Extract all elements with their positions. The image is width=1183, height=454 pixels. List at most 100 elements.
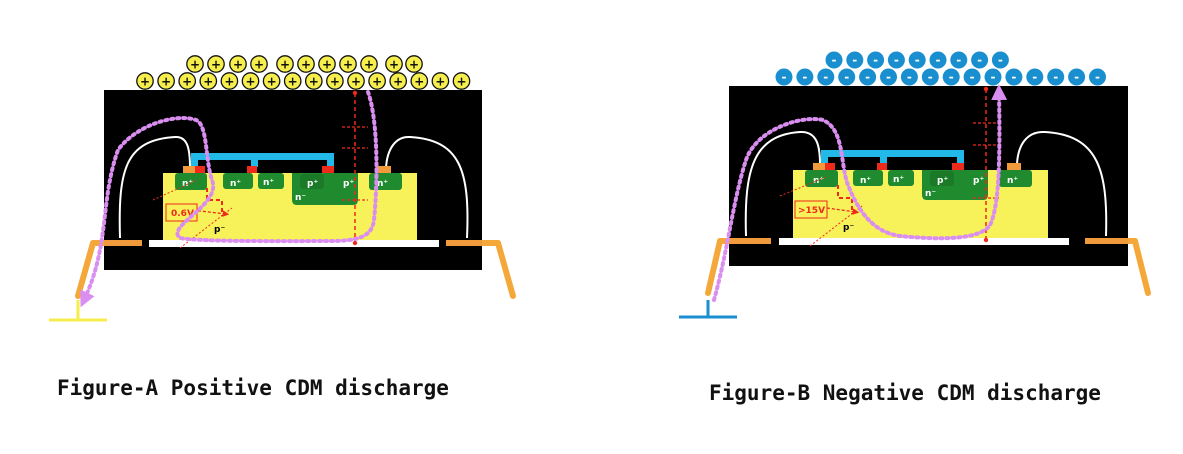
charge-token-22: [368, 72, 386, 90]
charge-token-0: [186, 55, 204, 73]
right-bond-wire: [385, 135, 469, 239]
charge-token-6: [950, 51, 968, 69]
label-p-plus-1: p⁺: [307, 179, 318, 189]
charge-sign-16: +: [245, 74, 255, 88]
charge-token-16: [241, 72, 260, 90]
charge-token-6: [318, 55, 336, 73]
charge-token-4: [908, 51, 926, 69]
contact-1: [825, 163, 835, 170]
positive-charges: +++++++++++++++++++++++++++: [136, 55, 471, 90]
charge-sign-26: +: [456, 74, 466, 88]
left-lead-frame: [729, 238, 771, 244]
charge-sign-1: +: [211, 57, 221, 71]
figure-a-positive: n⁺ n⁺ n⁺ p⁺ p⁺ n⁻ n⁺ p⁻: [49, 55, 516, 322]
right-lead-frame: [1085, 238, 1128, 244]
junction-dim-2: [179, 207, 233, 249]
charge-sign-8: -: [998, 53, 1003, 67]
charge-token-1: [207, 55, 225, 73]
charge-sign-0: +: [190, 57, 200, 71]
charge-sign-6: -: [956, 53, 961, 67]
charge-sign-15: +: [224, 74, 234, 88]
charge-sign-12: -: [844, 70, 849, 84]
charge-sign-23: +: [393, 74, 403, 88]
charge-token-19: [304, 72, 323, 90]
charge-token-10: [405, 55, 423, 73]
charge-sign-9: +: [389, 57, 399, 71]
charge-token-8: [991, 51, 1009, 69]
charge-token-24: [410, 72, 429, 90]
charge-token-15: [900, 68, 918, 86]
charge-token-25: [431, 72, 450, 90]
charge-sign-3: -: [894, 53, 899, 67]
charge-sign-3: +: [254, 57, 264, 71]
charge-sign-18: -: [970, 70, 975, 84]
metal-via-1: [821, 150, 828, 164]
charge-token-19: [984, 68, 1002, 86]
bond-pad-right: [1007, 163, 1021, 170]
charge-token-17: [262, 72, 281, 90]
charge-token-11: [136, 72, 154, 90]
metal-line: [821, 150, 964, 157]
voltage-label-box: [794, 200, 828, 219]
charge-sign-9: -: [782, 70, 787, 84]
charge-sign-8: +: [364, 57, 374, 71]
contact-2: [247, 166, 257, 173]
charge-token-7: [339, 55, 357, 73]
charge-sign-22: +: [372, 74, 382, 88]
contact-3: [952, 163, 964, 170]
label-n-plus-4: n⁺: [1007, 176, 1018, 186]
metal-via-2: [880, 150, 887, 164]
metal-via-2: [251, 153, 258, 167]
charge-sign-19: +: [309, 74, 319, 88]
voltage-label: 0.6V: [171, 209, 194, 219]
charge-sign-23: -: [1074, 70, 1079, 84]
contact-1: [195, 166, 205, 173]
charge-sign-0: -: [832, 53, 837, 67]
charge-sign-22: -: [1053, 70, 1058, 84]
charge-token-24: [1089, 68, 1106, 86]
charge-sign-13: +: [182, 74, 192, 88]
metal-via-3: [957, 150, 964, 164]
caption-figure-a: Figure-A Positive CDM discharge: [57, 376, 449, 400]
label-n-plus-4: n⁺: [377, 179, 388, 189]
junction-dim-1: [152, 179, 198, 201]
charge-sign-17: -: [949, 70, 954, 84]
charge-token-15: [220, 72, 239, 90]
field-node-bottom: [352, 240, 358, 246]
label-n-minus: n⁻: [295, 193, 306, 203]
label-p-minus: p⁻: [214, 225, 225, 235]
charge-token-16: [921, 68, 939, 86]
bond-pad-left: [183, 166, 195, 173]
label-n-plus-3: n⁺: [263, 178, 274, 188]
charge-token-23: [389, 72, 408, 90]
charge-sign-18: +: [288, 74, 298, 88]
charge-token-7: [971, 51, 989, 69]
label-n-plus-1: n⁺: [182, 179, 193, 189]
charge-sign-1: -: [852, 53, 857, 67]
charge-sign-10: +: [409, 57, 419, 71]
charge-token-2: [229, 55, 247, 73]
charge-token-3: [887, 51, 905, 69]
label-p-plus-2: p⁺: [973, 176, 984, 186]
charge-sign-5: -: [936, 53, 941, 67]
p-plus-in-nwell: [930, 171, 954, 186]
charge-token-17: [942, 68, 960, 86]
field-node-bottom: [983, 237, 989, 243]
label-n-minus: n⁻: [925, 189, 936, 199]
charge-token-14: [199, 72, 218, 90]
label-p-plus-2: p⁺: [343, 179, 354, 189]
charge-sign-6: +: [322, 57, 332, 71]
n-plus-region-4: [999, 170, 1032, 187]
charge-token-11: [817, 68, 835, 86]
charge-sign-7: +: [343, 57, 353, 71]
charge-sign-24: -: [1095, 70, 1100, 84]
charge-token-20: [1005, 68, 1023, 86]
charge-sign-5: +: [301, 57, 311, 71]
label-n-plus-2: n⁺: [860, 176, 871, 186]
n-plus-region-2: [223, 173, 253, 189]
n-plus-region-1: [175, 173, 207, 190]
label-p-plus-1: p⁺: [937, 176, 948, 186]
label-n-plus-2: n⁺: [230, 179, 241, 189]
charge-sign-10: -: [802, 70, 807, 84]
charge-sign-16: -: [928, 70, 933, 84]
